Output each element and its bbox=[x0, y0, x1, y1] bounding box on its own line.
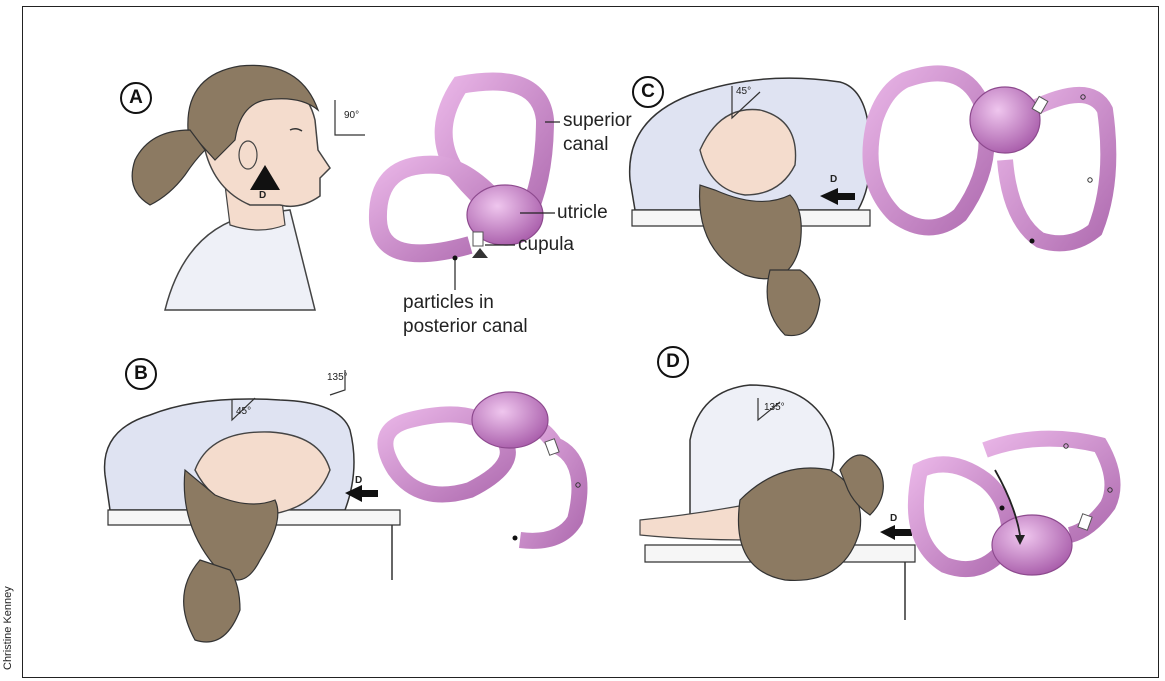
panel-label-d: D bbox=[657, 346, 689, 378]
labyrinth-a bbox=[378, 82, 560, 290]
direction-label-b: D bbox=[355, 475, 362, 486]
panel-label-a: A bbox=[120, 82, 152, 114]
label-particles: particles in bbox=[403, 292, 494, 314]
labyrinth-b bbox=[385, 392, 580, 541]
angle-label-a: 90° bbox=[344, 110, 359, 121]
utricle-bulb-d bbox=[992, 515, 1072, 575]
ear-a bbox=[239, 141, 257, 169]
angle-label-b-pillow: 45° bbox=[236, 406, 251, 417]
label-cupula: cupula bbox=[518, 234, 574, 256]
ponytail-c bbox=[767, 270, 820, 336]
labyrinth-d bbox=[916, 439, 1113, 575]
angle-label-b-side: 135° bbox=[327, 372, 348, 383]
cupula-marker-a bbox=[473, 232, 483, 246]
direction-label-d: D bbox=[890, 513, 897, 524]
ponytail-b bbox=[184, 560, 240, 642]
utricle-bulb-b bbox=[472, 392, 548, 448]
utricle-bulb-c bbox=[970, 87, 1040, 153]
panel-a bbox=[132, 65, 365, 310]
panel-b bbox=[105, 370, 400, 642]
left-arrow-icon-d bbox=[880, 525, 912, 540]
panel-c bbox=[630, 78, 871, 335]
particle-a bbox=[453, 256, 458, 261]
angle-label-c: 45° bbox=[736, 86, 751, 97]
labyrinth-c bbox=[871, 73, 1109, 243]
label-utricle: utricle bbox=[557, 202, 608, 224]
direction-label-c: D bbox=[830, 174, 837, 185]
panel-label-b: B bbox=[125, 358, 157, 390]
label-superior: superior bbox=[563, 110, 632, 132]
angle-label-d: 135° bbox=[764, 402, 785, 413]
label-posterior-canal: posterior canal bbox=[403, 316, 528, 338]
direction-label-a: D bbox=[259, 190, 266, 201]
label-canal: canal bbox=[563, 134, 608, 156]
panel-label-c: C bbox=[632, 76, 664, 108]
ponytail-a bbox=[132, 130, 205, 205]
panel-d bbox=[640, 385, 915, 620]
